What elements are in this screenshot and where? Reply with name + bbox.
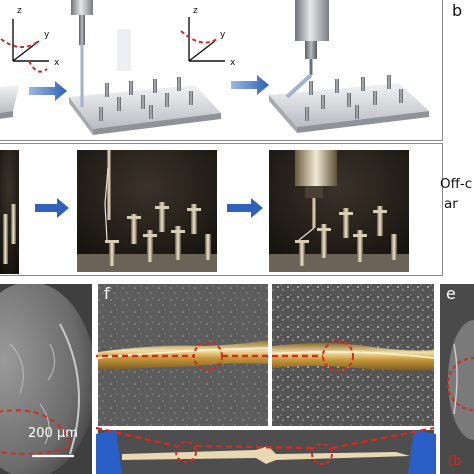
axis-y-mid: y xyxy=(220,30,226,40)
panel-label-f: f xyxy=(104,284,110,303)
nozzle-middle xyxy=(71,0,93,107)
highlight-circle-strip-right xyxy=(311,443,333,465)
side-text-line-2: ar xyxy=(444,196,458,212)
ghost-cylinder xyxy=(117,29,131,71)
axes-labels: z y x z y x xyxy=(0,0,443,141)
sem-panel-e-image xyxy=(440,284,474,474)
photo-arrow-2 xyxy=(227,198,263,218)
connector-line-3 xyxy=(96,426,177,448)
photo-sequence xyxy=(0,150,409,274)
bottom-right-fragment: (b xyxy=(448,454,462,469)
nozzle-right xyxy=(285,0,329,99)
side-text-line-1: Off-c xyxy=(440,176,473,192)
sem-panel-e: e (b xyxy=(440,284,474,474)
sem-cross-section xyxy=(0,284,92,474)
axis-y-left: y xyxy=(44,30,50,40)
photo-3 xyxy=(269,150,409,272)
pins-middle xyxy=(99,77,193,121)
fiber-panel-f: f xyxy=(96,284,436,474)
highlight-circle-strip-left xyxy=(175,441,197,463)
connector-line-5 xyxy=(331,426,435,450)
axis-x-mid: x xyxy=(230,58,236,68)
photo-2 xyxy=(77,150,217,272)
scale-bar-label: 200 μm xyxy=(28,426,78,441)
photo-sequence-panel xyxy=(0,143,443,276)
axis-z-mid: z xyxy=(193,6,198,16)
plate-left xyxy=(0,85,19,119)
photo-1 xyxy=(0,150,19,274)
fiber-images xyxy=(96,284,436,474)
process-arrow-2 xyxy=(231,75,269,95)
axes-left xyxy=(0,19,49,73)
axis-x-left: x xyxy=(54,58,60,68)
schematic-panel xyxy=(0,0,443,141)
axis-z-left: z xyxy=(17,6,22,16)
process-arrow-1 xyxy=(29,81,67,101)
axes-middle xyxy=(180,17,225,62)
highlight-circle-right xyxy=(322,340,354,372)
pins-right xyxy=(305,75,403,121)
sem-cross-section-panel: 200 μm xyxy=(0,284,92,474)
schematic-drawing xyxy=(0,0,429,135)
photo-arrow-1 xyxy=(35,198,69,218)
panel-label-e: e xyxy=(446,284,456,303)
panel-label-b: b xyxy=(452,1,463,20)
highlight-dashed-cross-section xyxy=(0,409,72,455)
